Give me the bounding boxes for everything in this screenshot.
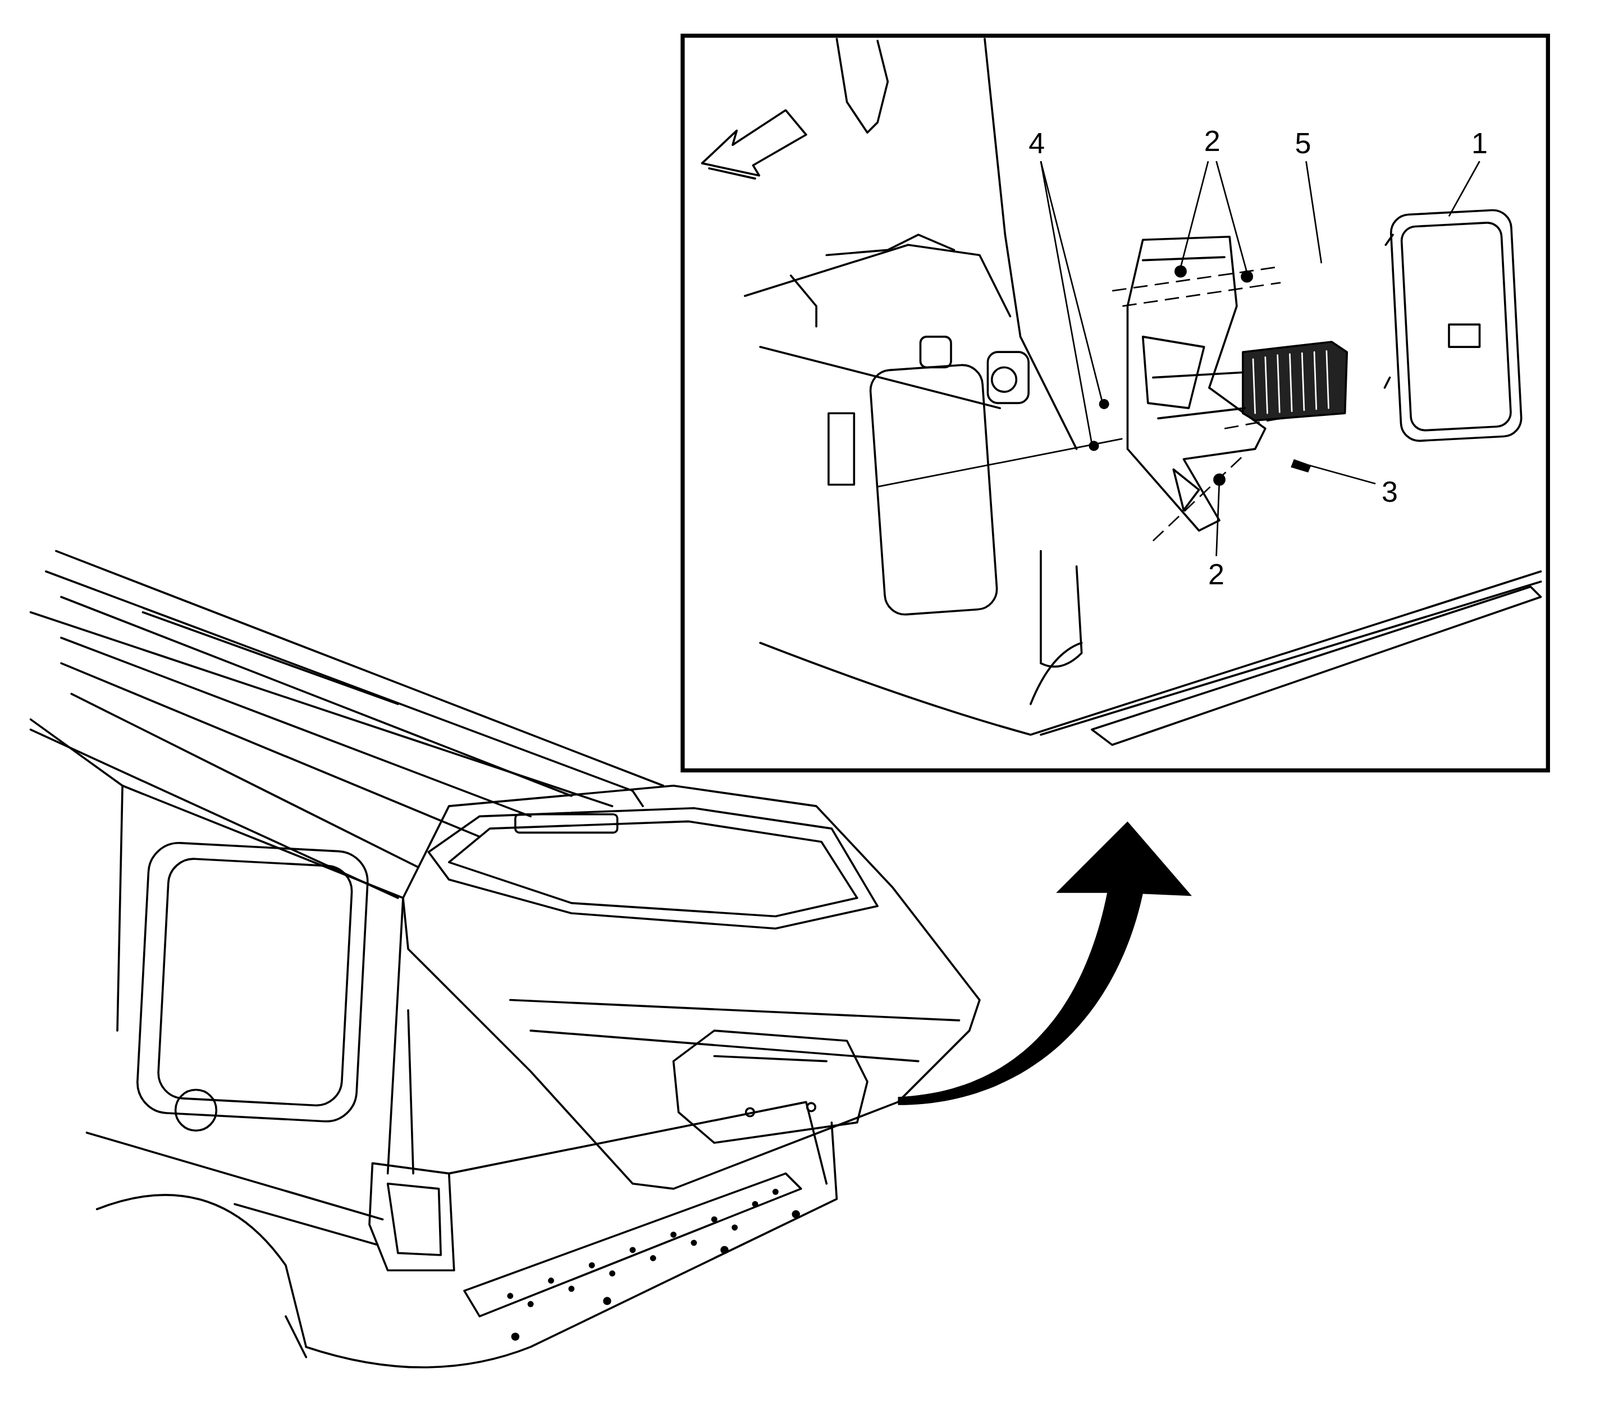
leader-lines — [877, 161, 1480, 557]
step-pad-dots — [506, 1189, 800, 1342]
view-arrow — [897, 821, 1192, 1105]
callout-number: 2 — [1205, 558, 1227, 591]
fasteners — [1088, 265, 1311, 487]
callout-number: 1 — [1469, 127, 1490, 159]
callout-number: 2 — [1201, 125, 1223, 157]
dashed-alignment-lines — [1112, 267, 1281, 541]
callout-number: 3 — [1379, 476, 1401, 508]
vehicle-rear — [30, 551, 980, 1368]
callout-number: 4 — [1026, 127, 1048, 159]
callout-number: 5 — [1292, 127, 1314, 159]
detail-frame — [682, 35, 1548, 771]
detail-view — [702, 38, 1542, 745]
